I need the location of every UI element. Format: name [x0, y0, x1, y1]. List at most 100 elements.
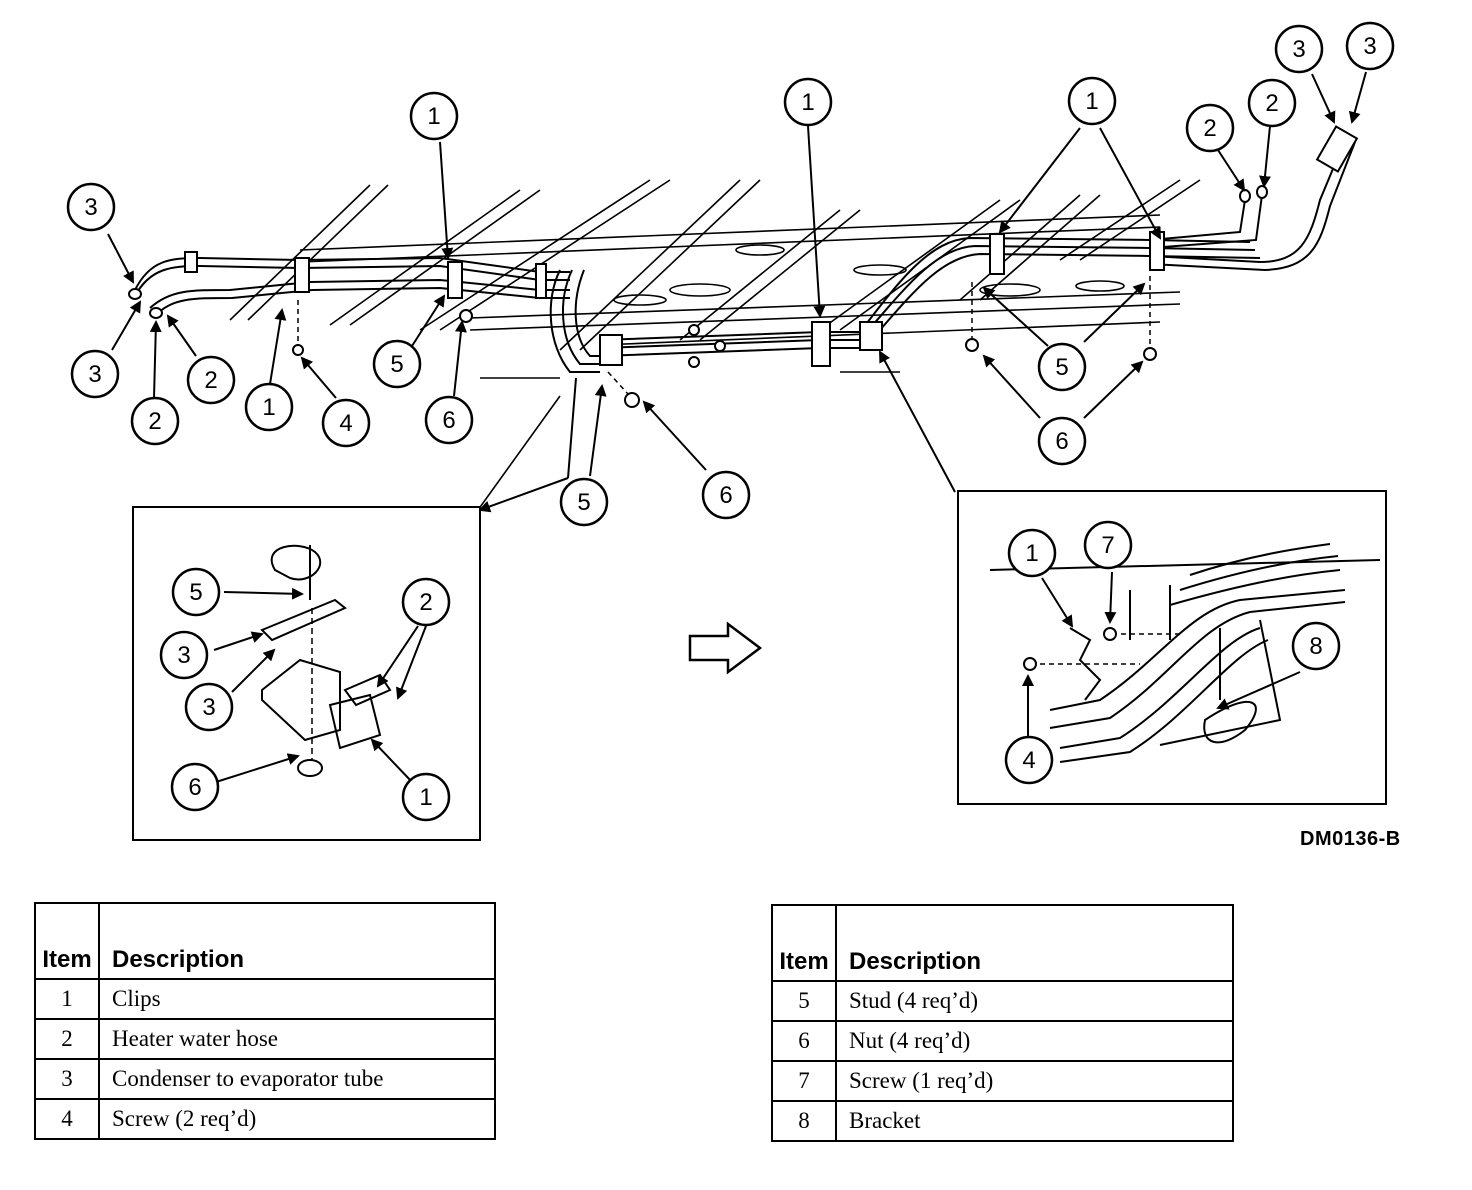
callout-label: 6	[442, 407, 455, 434]
direction-arrow-icon	[688, 621, 763, 675]
callout-label: 3	[202, 694, 215, 721]
callout-label: 2	[204, 367, 217, 394]
callout-label: 1	[262, 394, 275, 421]
callout-label: 3	[1363, 33, 1376, 60]
item-description: Heater water hose	[98, 1018, 496, 1060]
callout-2: 2	[1247, 78, 1297, 128]
callout-circle	[159, 630, 209, 680]
table-row: 5 Stud (4 req’d)	[771, 980, 1234, 1022]
callout-circle	[1291, 621, 1341, 671]
table-row: 2 Heater water hose	[34, 1018, 496, 1060]
callout-4: 4	[321, 398, 371, 448]
callout-label: 2	[419, 589, 432, 616]
item-description: Nut (4 req’d)	[835, 1020, 1234, 1062]
legend-header-row: Item Description	[34, 902, 496, 980]
item-description: Stud (4 req’d)	[835, 980, 1234, 1022]
item-number: 2	[34, 1018, 100, 1060]
item-number: 7	[771, 1060, 837, 1102]
left-inset: 5 33 2 6 1	[132, 506, 481, 841]
callout-circle	[701, 470, 751, 520]
callout-label: 2	[1265, 90, 1278, 117]
callout-3: 3	[1345, 21, 1395, 71]
item-column-header: Item	[34, 902, 100, 980]
callout-label: 5	[390, 351, 403, 378]
callout-8: 8	[1291, 621, 1341, 671]
callout-circle	[401, 772, 451, 822]
item-description: Clips	[98, 978, 496, 1020]
callout-circle	[1067, 76, 1117, 126]
callout-label: 8	[1309, 633, 1322, 660]
callout-label: 3	[88, 361, 101, 388]
callout-label: 5	[1055, 354, 1068, 381]
legend-header-row: Item Description	[771, 904, 1234, 982]
diagram-code: DM0136-B	[1300, 828, 1401, 850]
inset-left-leader	[477, 395, 561, 511]
callout-5: 5	[171, 567, 221, 617]
callout-circle	[1007, 528, 1057, 578]
callout-1: 1	[1067, 76, 1117, 126]
item-number: 4	[34, 1098, 100, 1140]
item-number: 5	[771, 980, 837, 1022]
callout-7: 7	[1083, 520, 1133, 570]
callout-label: 6	[719, 482, 732, 509]
callout-circle	[401, 577, 451, 627]
table-row: 1 Clips	[34, 978, 496, 1020]
leader-lines	[107, 71, 1367, 510]
callout-label: 3	[1292, 36, 1305, 63]
table-row: 6 Nut (4 req’d)	[771, 1020, 1234, 1062]
callout-label: 3	[177, 642, 190, 669]
callout-2: 2	[1185, 103, 1235, 153]
legend-table-left: Item Description 1 Clips 2 Heater water …	[34, 902, 496, 1140]
callout-label: 6	[188, 774, 201, 801]
callout-circle	[321, 398, 371, 448]
callout-label: 1	[1085, 88, 1098, 115]
callout-5: 5	[1037, 342, 1087, 392]
callout-1: 1	[1007, 528, 1057, 578]
item-number: 3	[34, 1058, 100, 1100]
callout-label: 7	[1101, 532, 1114, 559]
item-number: 8	[771, 1100, 837, 1142]
callout-circle	[244, 382, 294, 432]
callout-circle	[1345, 21, 1395, 71]
callout-circle	[409, 91, 459, 141]
callout-3: 3	[159, 630, 209, 680]
callout-label: 1	[419, 784, 432, 811]
tube-clips	[128, 125, 1359, 367]
callout-3: 3	[70, 349, 120, 399]
item-description: Screw (1 req’d)	[835, 1060, 1234, 1102]
item-number: 6	[771, 1020, 837, 1062]
fasteners	[292, 309, 1157, 408]
callout-circle	[372, 339, 422, 389]
item-description: Screw (2 req’d)	[98, 1098, 496, 1140]
callout-circle	[1037, 416, 1087, 466]
table-row: 7 Screw (1 req’d)	[771, 1060, 1234, 1102]
callout-label: 3	[84, 194, 97, 221]
callout-circle	[171, 567, 221, 617]
callout-1: 1	[244, 382, 294, 432]
callout-label: 1	[1025, 540, 1038, 567]
callout-circle	[66, 182, 116, 232]
callout-circle	[1083, 520, 1133, 570]
callout-4: 4	[1004, 735, 1054, 785]
table-row: 3 Condenser to evaporator tube	[34, 1058, 496, 1100]
callout-label: 2	[148, 408, 161, 435]
item-description: Bracket	[835, 1100, 1234, 1142]
callout-label: 2	[1203, 115, 1216, 142]
stud-lines	[297, 276, 1151, 395]
callout-circle	[1274, 24, 1324, 74]
legend-table-right: Item Description 5 Stud (4 req’d) 6 Nut …	[771, 904, 1234, 1142]
callout-circle	[170, 762, 220, 812]
callout-circle	[130, 396, 180, 446]
callout-6: 6	[701, 470, 751, 520]
callout-3: 3	[1274, 24, 1324, 74]
callout-2: 2	[130, 396, 180, 446]
callout-circle	[1247, 78, 1297, 128]
callout-circle	[424, 395, 474, 445]
callout-circle	[783, 77, 833, 127]
callout-label: 1	[801, 89, 814, 116]
callout-2: 2	[186, 355, 236, 405]
callout-circle	[70, 349, 120, 399]
callout-label: 4	[1022, 747, 1035, 774]
